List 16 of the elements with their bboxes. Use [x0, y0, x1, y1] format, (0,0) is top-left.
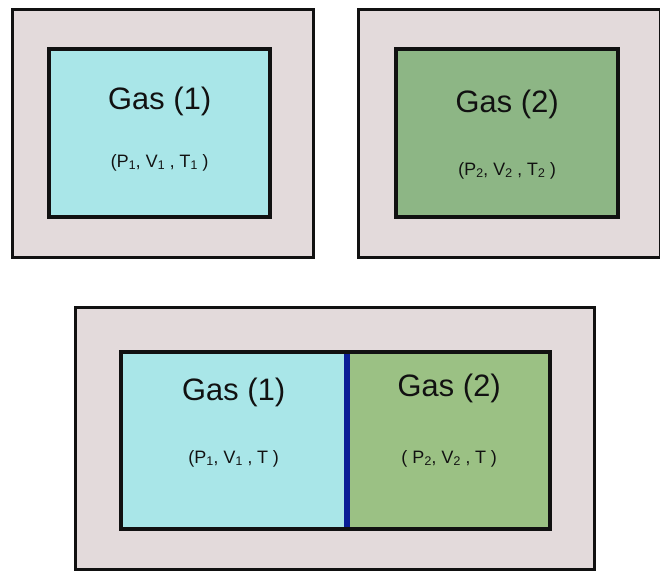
outer-container: [11, 8, 315, 259]
outer-container: [357, 8, 660, 259]
outer-container: [74, 306, 596, 571]
gas-compartment: [350, 354, 548, 527]
mixing-chamber: [119, 350, 552, 531]
gas-label: Gas (2): [454, 84, 560, 120]
gas-chamber: [47, 47, 272, 219]
state-variables: (P$_{2}$, V$_{2}$ , T$_{2}$ ): [457, 159, 557, 180]
state-variables: (P$_{1}$, V$_{1}$ , T$_{1}$ ): [110, 151, 210, 172]
gas-label: Gas (1): [180, 372, 286, 408]
state-variables: (P$_{1}$, V$_{1}$ , T ): [187, 447, 280, 468]
gas-label: Gas (2): [396, 368, 502, 404]
gas-label: Gas (1): [106, 81, 212, 117]
gas-chamber: [394, 47, 620, 219]
state-variables: ( P$_{2}$, V$_{2}$ , T ): [400, 447, 498, 468]
gas-compartment: [123, 354, 344, 527]
